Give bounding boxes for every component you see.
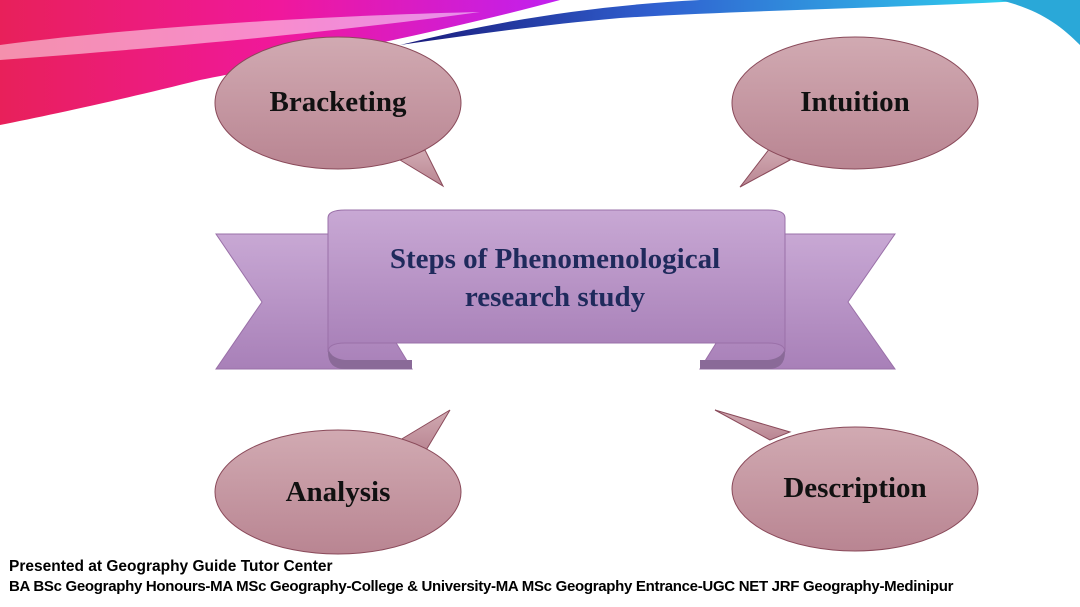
speech-bubble-analysis bbox=[214, 409, 462, 555]
title-line-1: Steps of Phenomenological bbox=[389, 243, 721, 275]
title-line-2: research study bbox=[464, 281, 646, 313]
step-bracketing: Bracketing bbox=[269, 86, 407, 118]
step-description: Description bbox=[783, 472, 927, 504]
speech-bubble-intuition bbox=[731, 36, 979, 188]
speech-bubble-description bbox=[714, 409, 979, 552]
step-analysis: Analysis bbox=[285, 476, 391, 508]
step-intuition: Intuition bbox=[800, 86, 910, 118]
speech-bubble-bracketing bbox=[214, 36, 462, 188]
diagram-title: Steps of Phenomenological research study bbox=[330, 240, 780, 316]
ribbon-banner bbox=[215, 209, 896, 370]
footer-line-2: BA BSc Geography Honours-MA MSc Geograph… bbox=[9, 578, 954, 595]
footer-line-1: Presented at Geography Guide Tutor Cente… bbox=[9, 558, 333, 575]
